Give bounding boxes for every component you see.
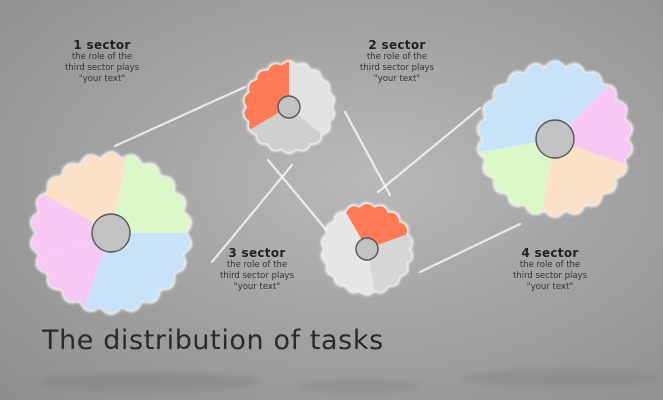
wheel-sector — [478, 139, 555, 216]
wheel-hub — [535, 119, 575, 159]
connector-streak — [343, 110, 392, 197]
wheels-group — [29, 60, 634, 315]
wheel-sector — [555, 81, 632, 168]
sector-1-heading: 1 sector — [73, 38, 131, 52]
sector-3-text-line: "your text" — [233, 282, 281, 292]
connector-streak — [113, 85, 247, 148]
sector-3-text-line: third sector plays — [219, 271, 294, 281]
sector-2-text-line: "your text" — [373, 74, 421, 84]
sector-3-text-line: the role of the — [226, 260, 288, 270]
sector-2-heading: 2 sector — [368, 38, 426, 52]
floor-shadow — [40, 372, 260, 392]
connector-streak — [266, 158, 330, 234]
sector-3-heading: 3 sector — [228, 246, 286, 260]
connector-streak — [418, 222, 522, 274]
connector-lines — [113, 85, 522, 274]
floor-shadow — [460, 369, 660, 387]
sector-4-heading: 4 sector — [521, 246, 579, 260]
gear-wheel-small-top — [242, 60, 336, 154]
sector-1-text-line: "your text" — [78, 74, 126, 84]
sector-2-text-line: the role of the — [366, 52, 428, 62]
connector-streak — [376, 106, 482, 194]
gear-wheel-large-left — [29, 151, 193, 315]
connector-streak — [210, 163, 294, 264]
sector-4-text-line: the role of the — [519, 260, 581, 270]
sector-1-label: 1 sector the role of the third sector pl… — [32, 38, 172, 85]
sector-4-label: 4 sector the role of the third sector pl… — [480, 246, 620, 293]
wheel-sector — [81, 233, 191, 313]
wheel-sector — [31, 190, 111, 263]
sector-1-text-line: third sector plays — [64, 63, 139, 73]
gear-wheel-small-bottom — [320, 202, 414, 296]
page-title: The distribution of tasks — [42, 325, 384, 356]
sector-1-text-line: the role of the — [71, 52, 133, 62]
wheel-sector — [514, 62, 613, 139]
sector-4-text-line: "your text" — [526, 282, 574, 292]
wheel-hub — [355, 237, 379, 261]
floor-shadow — [300, 379, 420, 393]
sector-3-label: 3 sector the role of the third sector pl… — [187, 246, 327, 293]
sector-4-text-line: third sector plays — [512, 271, 587, 281]
wheel-sector — [111, 153, 191, 233]
gear-wheel-large-right — [476, 60, 634, 218]
sector-2-text-line: third sector plays — [359, 63, 434, 73]
wheel-hub — [91, 213, 131, 253]
wheel-hub — [277, 95, 301, 119]
sector-2-label: 2 sector the role of the third sector pl… — [327, 38, 467, 85]
